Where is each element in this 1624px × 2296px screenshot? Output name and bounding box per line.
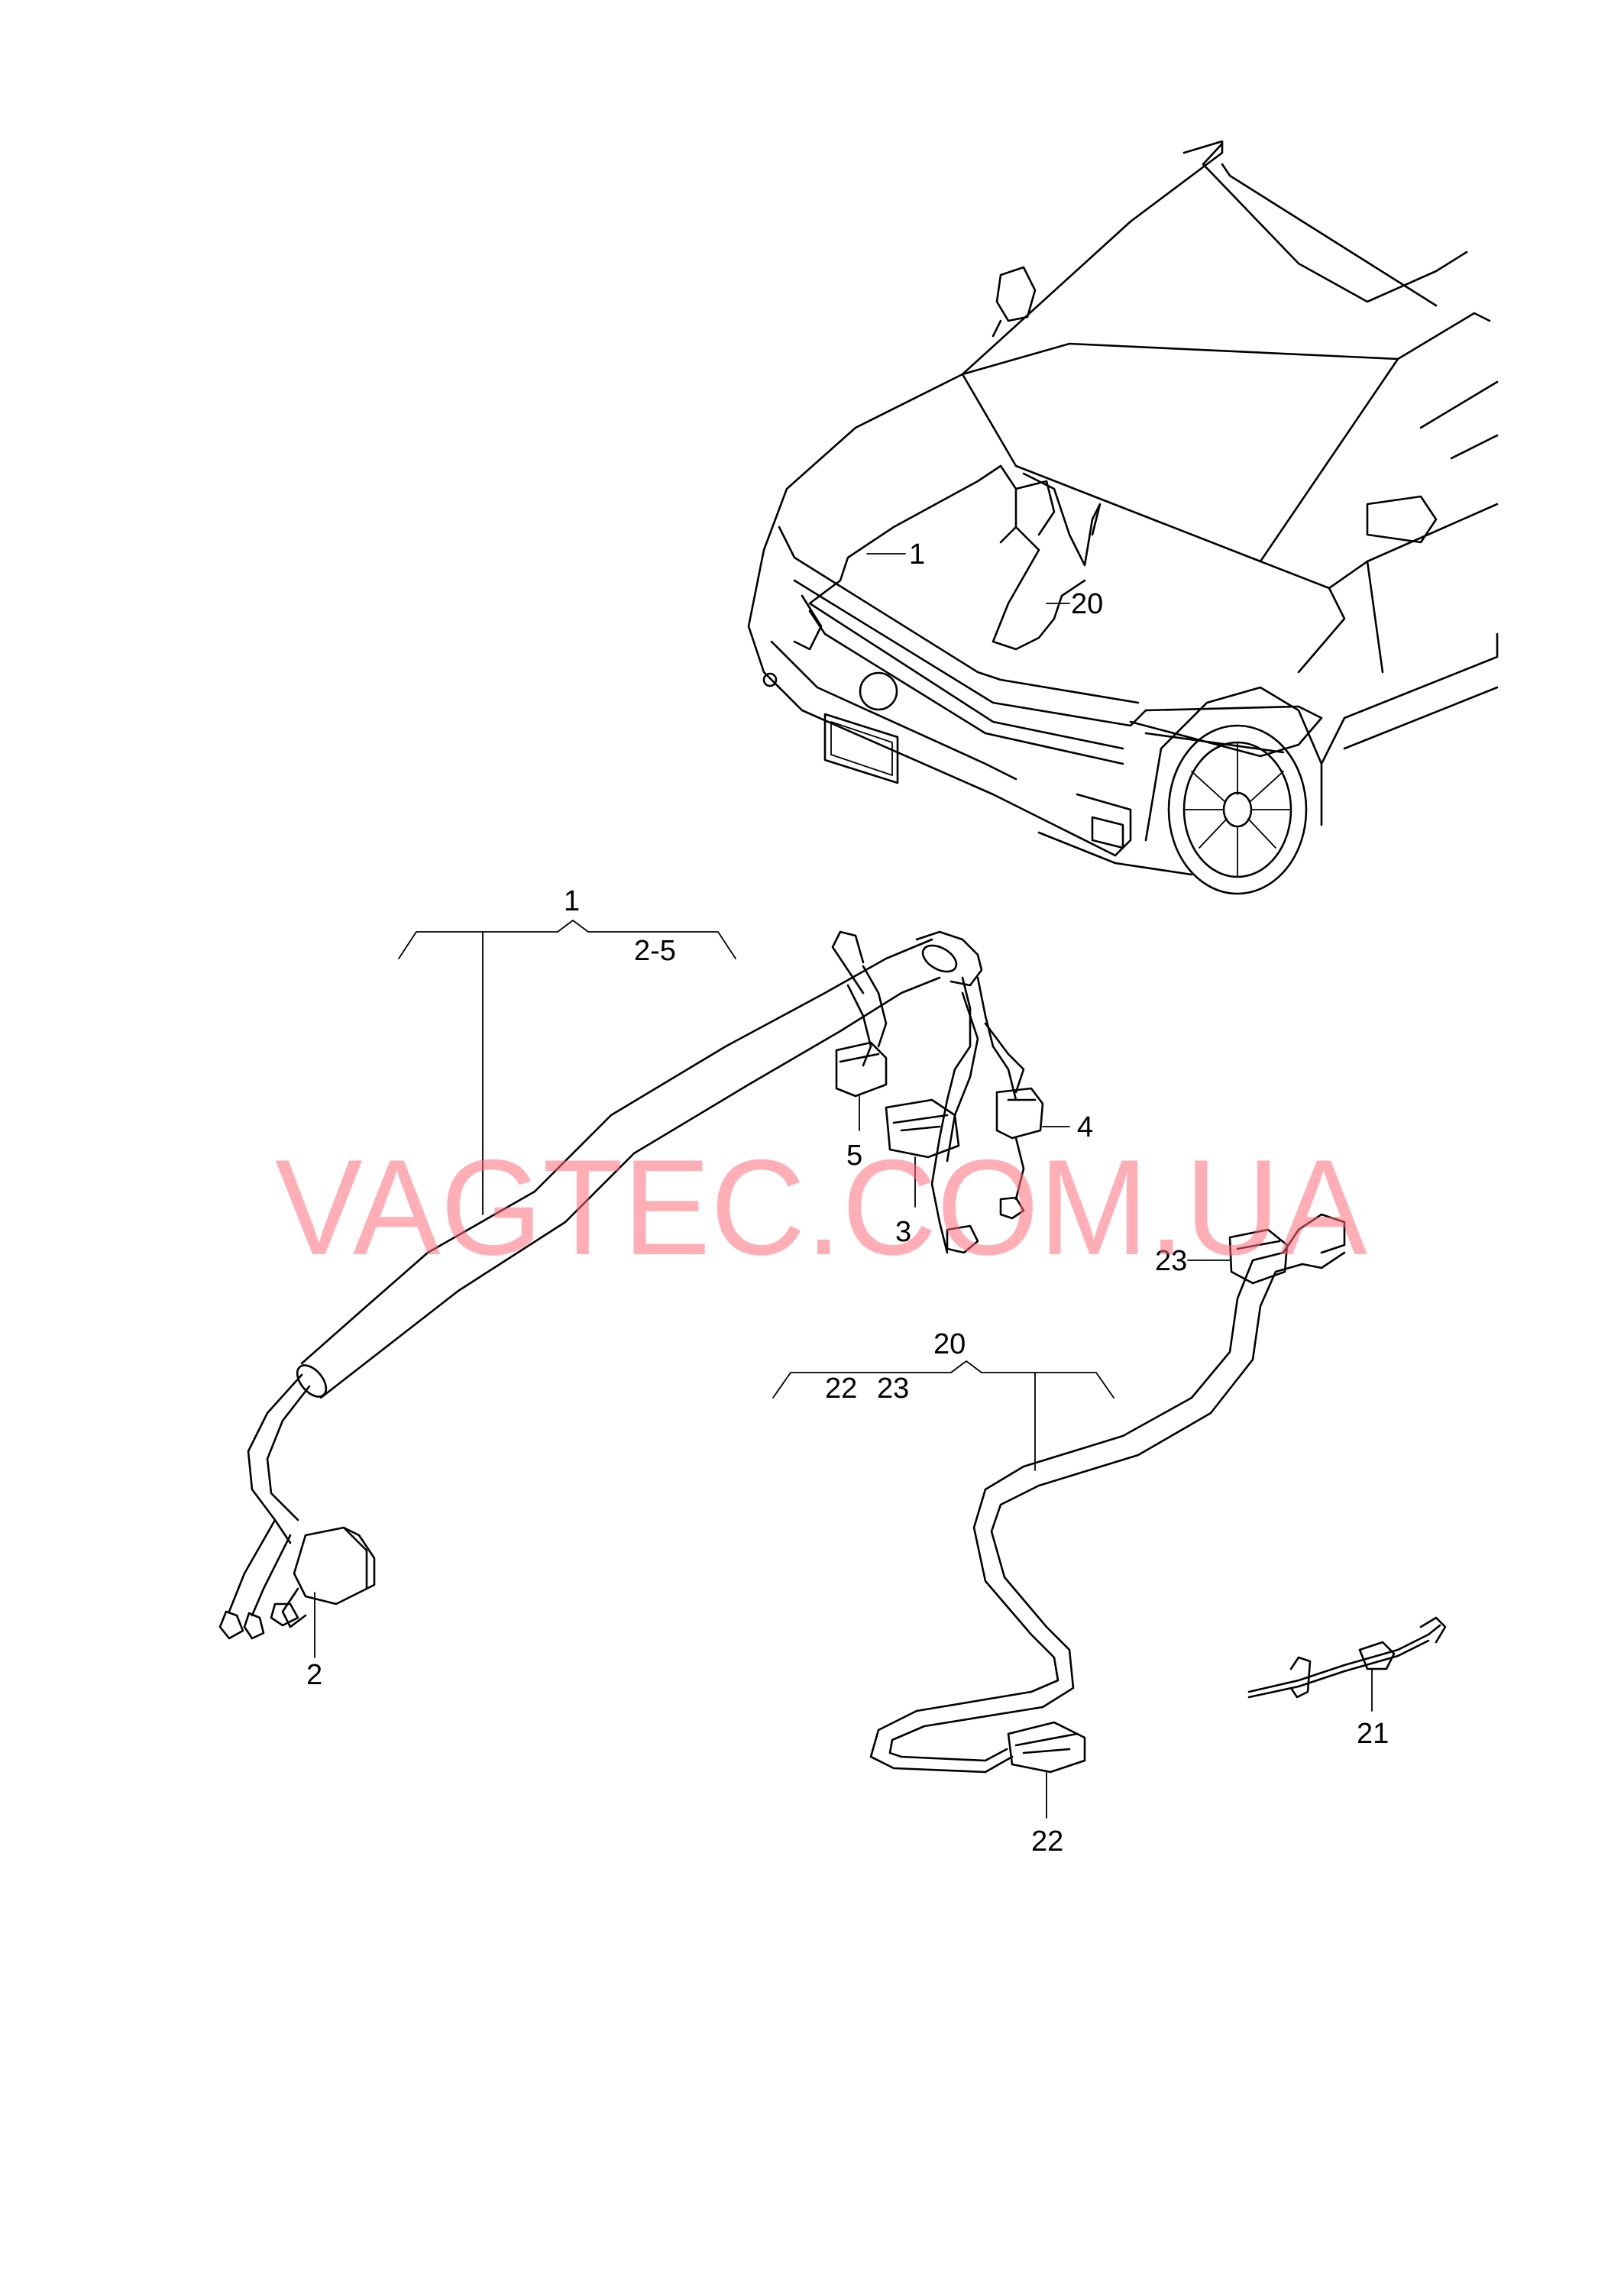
callout-20-sub-22: 22 <box>825 1373 857 1405</box>
callout-1-group: 1 <box>564 885 580 917</box>
callout-3: 3 <box>895 1216 911 1248</box>
callout-20-car: 20 <box>1071 588 1103 620</box>
harness-1: 1 2-5 <box>218 885 1093 1691</box>
callout-5: 5 <box>846 1140 862 1172</box>
watermark-text: VAGTEC.COM.UA <box>275 1131 1367 1283</box>
car-illustration <box>747 140 1499 895</box>
callout-1-car: 1 <box>909 538 925 571</box>
callout-4: 4 <box>1077 1111 1093 1143</box>
callout-22: 22 <box>1031 1825 1063 1858</box>
callout-2: 2 <box>306 1659 322 1691</box>
callout-23: 23 <box>1155 1245 1187 1277</box>
callout-20-group: 20 <box>933 1328 966 1360</box>
callout-21: 21 <box>1357 1718 1389 1750</box>
part-21-cable-tie: 21 <box>1247 1616 1447 1750</box>
car-callouts: 1 20 <box>866 538 1103 620</box>
harness-20: 20 22 23 23 22 <box>772 1213 1346 1858</box>
callout-20-sub-23: 23 <box>877 1373 909 1405</box>
callout-2-5: 2-5 <box>634 935 676 967</box>
